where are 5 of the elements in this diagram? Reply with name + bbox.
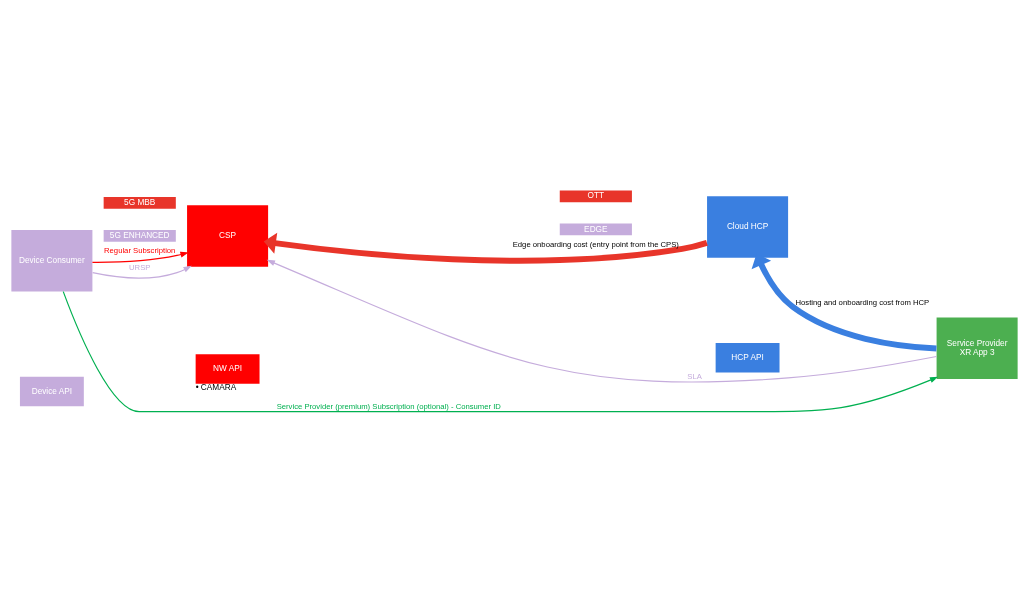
arrow [91, 251, 189, 263]
arrow [62, 291, 938, 413]
arrow [266, 259, 937, 383]
arrow [263, 232, 708, 264]
arrow [91, 265, 192, 279]
